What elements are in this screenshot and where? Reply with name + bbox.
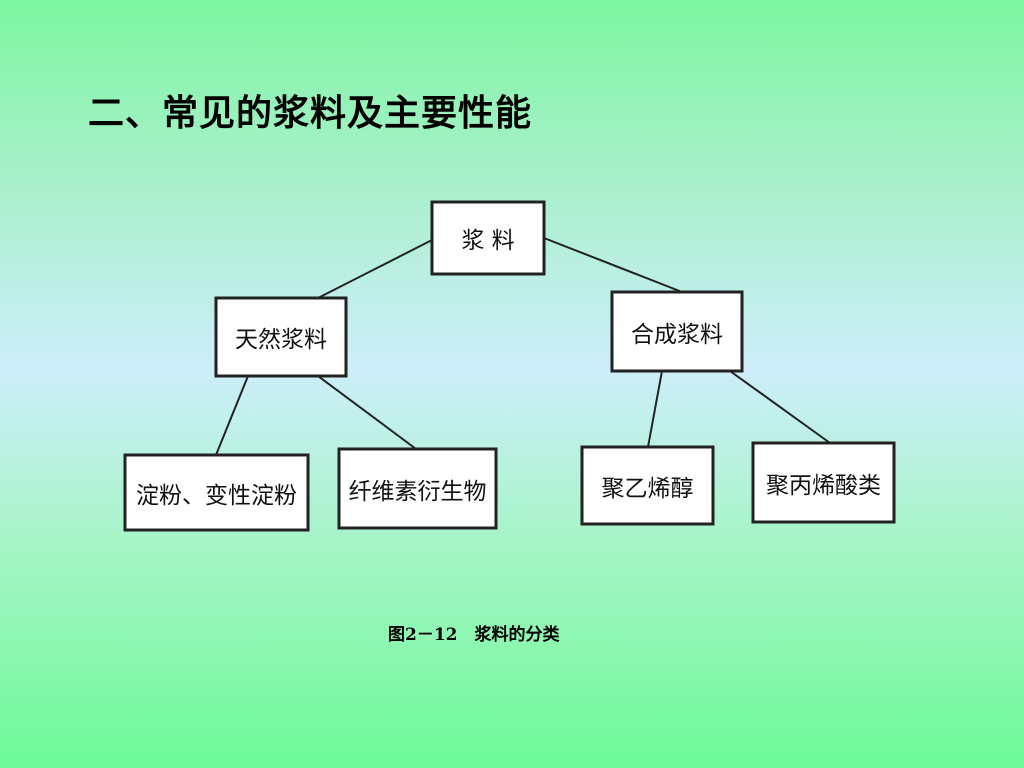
node-box-root	[430, 200, 546, 276]
node-box-cellulose	[337, 447, 498, 530]
node-root-label: 浆 料	[461, 228, 515, 254]
node-box-natural	[214, 296, 348, 378]
node-acrylic-label: 聚丙烯酸类	[766, 472, 881, 499]
node-cellulose-label: 纤维素衍生物	[348, 478, 487, 505]
edge-natural-starch	[215, 375, 249, 456]
node-starch-label: 淀粉、变性淀粉	[136, 482, 297, 509]
edge-root-synthetic	[543, 237, 683, 293]
node-box-starch	[123, 453, 310, 532]
figure-caption: 图2－12 浆料的分类	[388, 625, 560, 645]
node-box-pva	[580, 445, 715, 526]
node-synthetic-label: 合成浆料	[631, 321, 723, 348]
node-natural-label: 天然浆料	[235, 327, 327, 353]
node-box-synthetic	[610, 290, 744, 373]
edge-synthetic-pva	[647, 370, 663, 448]
edge-root-natural	[317, 239, 433, 299]
edge-synthetic-acrylic	[729, 370, 831, 444]
node-box-acrylic	[751, 441, 896, 524]
slide-title: 二、常见的浆料及主要性能	[88, 92, 533, 134]
node-pva-label: 聚乙烯醇	[601, 475, 694, 502]
edge-natural-cellulose	[317, 375, 417, 450]
